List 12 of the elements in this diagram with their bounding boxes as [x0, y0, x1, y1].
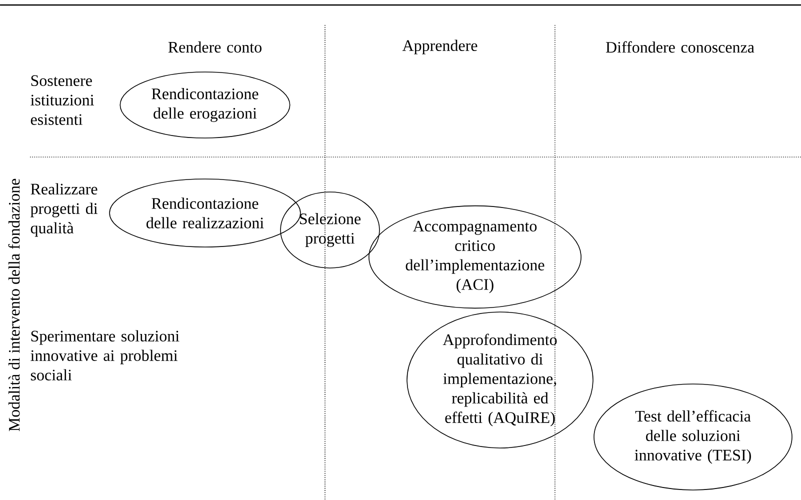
row-header: Sperimentare soluzioni innovative ai problemi sociali	[30, 330, 180, 380]
ellipse-bubble: Accompagnamento critico dell’implementazione (ACI)	[368, 205, 582, 309]
ellipse-bubble: Approfondimento qualitativo di implementazione, replicabilità ed effetti (AQuIRE)	[406, 312, 594, 448]
axis-label: Modalità di intervento della fondazione	[8, 178, 20, 432]
column-header: Rendere conto	[168, 41, 262, 53]
ellipse-bubble: Selezione progetti	[280, 192, 380, 268]
ellipse-bubble: Rendicontazione delle erogazioni	[120, 72, 290, 138]
row-header: Sostenere istituzioni esistenti	[30, 75, 94, 125]
ellipse-bubble: Rendicontazione delle realizzazioni	[109, 178, 301, 248]
ellipse-bubble: Test dell’efficacia delle soluzioni innovative (TESI)	[594, 384, 792, 490]
column-header: Apprendere	[402, 40, 478, 54]
column-header: Diffondere conoscenza	[606, 41, 754, 53]
